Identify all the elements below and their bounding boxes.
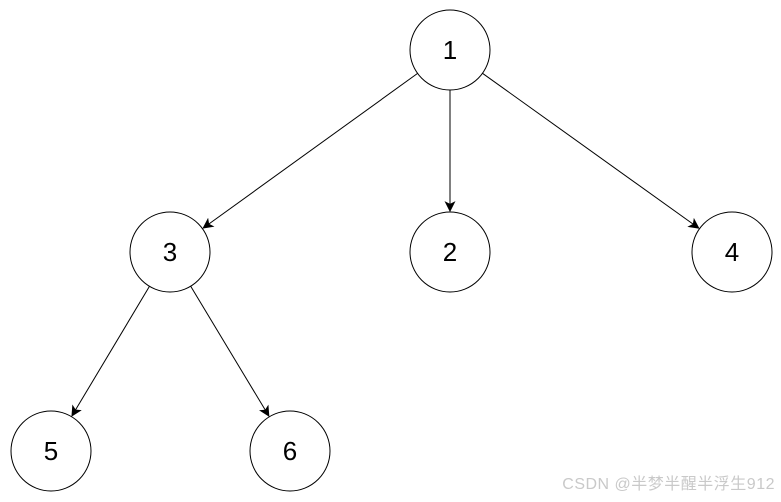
node-label-1: 1 — [443, 35, 457, 65]
edge-3-6 — [190, 286, 270, 417]
edge-3-5 — [71, 286, 150, 417]
node-label-5: 5 — [44, 436, 58, 466]
tree-node-2: 2 — [409, 211, 491, 293]
tree-node-4: 4 — [691, 211, 773, 293]
node-label-4: 4 — [725, 237, 739, 267]
node-label-2: 2 — [443, 237, 457, 267]
node-circle-2 — [409, 211, 491, 293]
tree-node-1: 1 — [409, 9, 491, 91]
csdn-watermark: CSDN @半梦半醒半浮生912 — [562, 476, 775, 493]
tree-node-6: 6 — [249, 410, 331, 492]
node-circle-5 — [10, 410, 92, 492]
node-circle-6 — [249, 410, 331, 492]
node-circle-3 — [129, 211, 211, 293]
node-label-6: 6 — [283, 436, 297, 466]
node-circle-4 — [691, 211, 773, 293]
node-circle-1 — [409, 9, 491, 91]
tree-node-3: 3 — [129, 211, 211, 293]
edge-1-4 — [482, 72, 700, 229]
edge-1-3 — [202, 72, 418, 229]
node-label-3: 3 — [163, 237, 177, 267]
tree-node-5: 5 — [10, 410, 92, 492]
